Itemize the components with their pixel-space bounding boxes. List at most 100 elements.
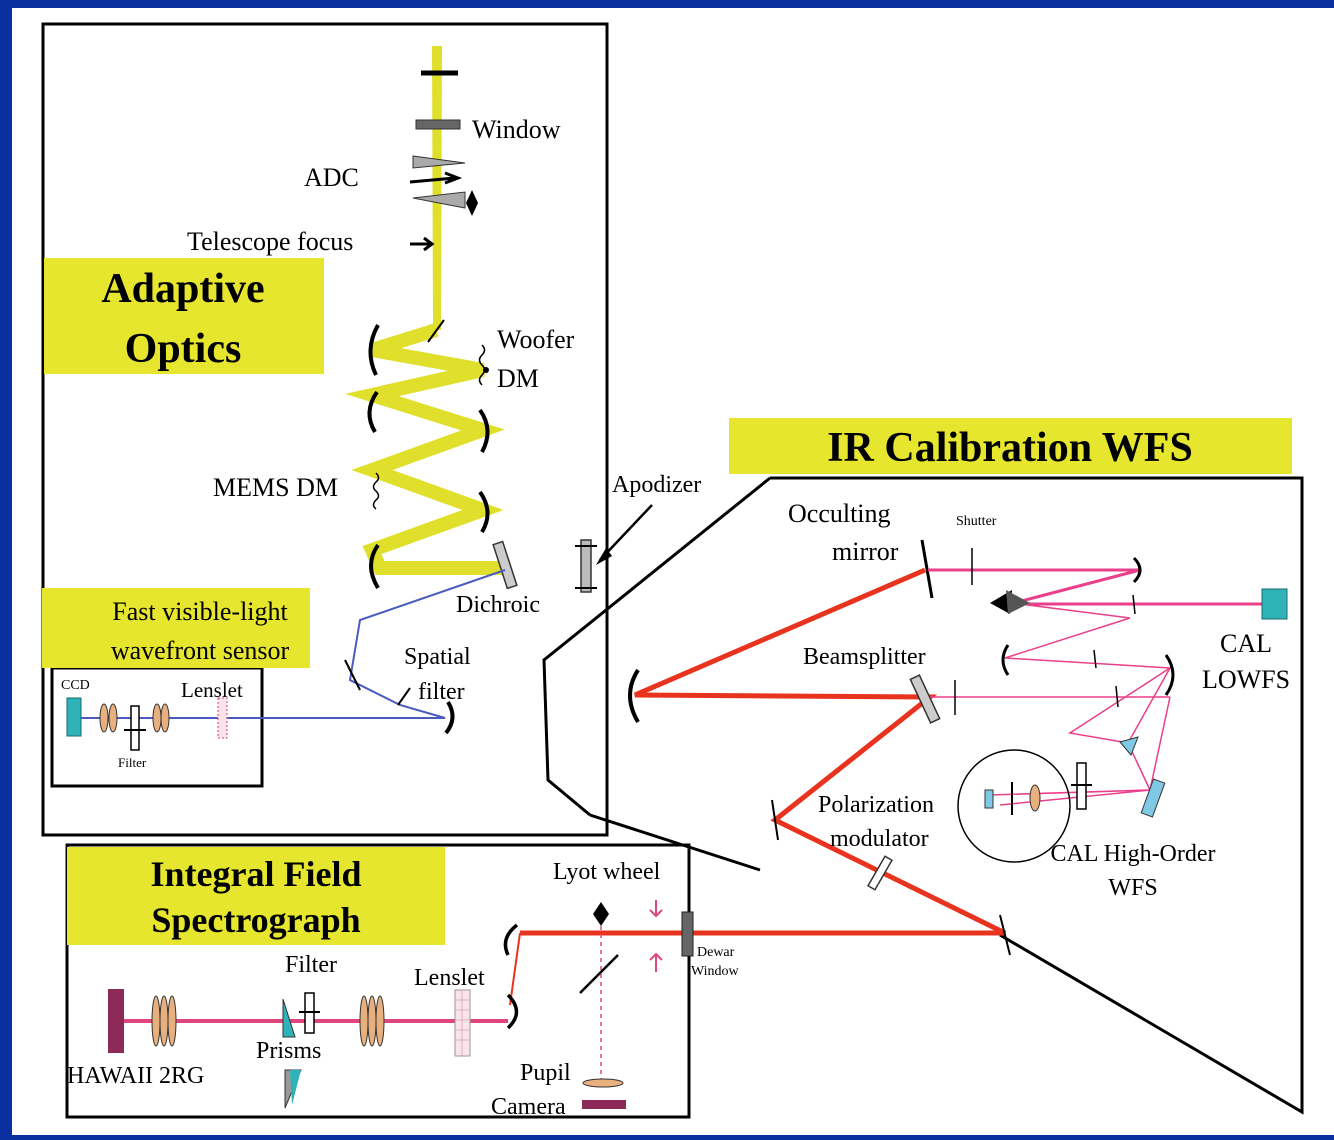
spatial-filter-label-1: Spatial <box>404 644 471 670</box>
pupil-camera-detector <box>582 1100 626 1109</box>
spatial-filter-element <box>397 687 411 706</box>
ir-calibration-highlight <box>729 418 1292 474</box>
ifs-title-line2: Spectrograph <box>151 900 360 940</box>
ir-calibration-title: IR Calibration WFS <box>827 425 1193 471</box>
cal-lowfs-detector <box>1261 588 1288 620</box>
shutter-label: Shutter <box>956 514 997 529</box>
adaptive-optics-highlight <box>44 258 324 374</box>
focus-arrow <box>410 236 435 252</box>
ifs-lenslet-label: Lenslet <box>414 965 485 991</box>
fast-visible-highlight <box>42 588 310 668</box>
adaptive-optics-title-line2: Optics <box>125 326 242 372</box>
mems-dm-label: MEMS DM <box>213 473 338 502</box>
adc-diamond <box>466 190 478 216</box>
ifs-lenslet-element <box>454 989 471 1057</box>
adaptive-optics-title-line1: Adaptive <box>101 266 264 312</box>
prisms-label: Prisms <box>256 1038 321 1064</box>
ifs-title-line1: Integral Field <box>151 854 362 894</box>
lyot-wheel-diamond <box>593 902 609 926</box>
wfs-filter-element <box>130 705 140 751</box>
polarization-label-1: Polarization <box>818 792 934 818</box>
apodizer-arrowhead <box>596 548 612 565</box>
telescope-focus-label: Telescope focus <box>187 227 353 256</box>
ifs-highlight <box>67 847 445 945</box>
red-fold-mirror-1 <box>628 668 640 724</box>
adc-arrow <box>409 171 463 185</box>
ifs-lenslet-grid <box>455 990 470 1056</box>
woofer-dm-icon <box>478 344 486 386</box>
fast-visible-line2: wavefront sensor <box>111 636 290 665</box>
lyot-arrow-down <box>649 900 663 918</box>
ccd-label: CCD <box>61 678 90 693</box>
spatial-filter-mirror <box>444 700 455 735</box>
ifs-prism-2-face <box>290 1070 301 1105</box>
woofer-dm-label-1: Woofer <box>497 325 575 354</box>
dewar-window-label-1: Dewar <box>697 945 735 960</box>
red-fold-mirror-3 <box>999 914 1011 956</box>
cal-lowfs-label-2: LOWFS <box>1202 665 1290 694</box>
cal-prism-black-2 <box>1006 590 1030 614</box>
red-beam-main <box>520 567 1007 936</box>
hawaii-label: HAWAII 2RG <box>67 1063 204 1089</box>
cal-mirror-1 <box>1132 556 1142 584</box>
yellow-beam-vertical <box>432 46 442 330</box>
adc-prism-2 <box>412 191 466 209</box>
ir-calibration-box <box>770 476 1304 1115</box>
pupil-camera-label-1: Pupil <box>520 1060 571 1086</box>
dichroic-label: Dichroic <box>456 592 540 618</box>
mems-dm-icon <box>372 472 380 510</box>
cal-mirror-3 <box>1164 654 1175 696</box>
occulting-mirror-element <box>920 539 934 599</box>
window-element <box>415 119 461 130</box>
pupil-camera-label-2: Camera <box>491 1094 566 1120</box>
cal-ho-mirror <box>1140 778 1166 818</box>
adaptive-optics-box <box>41 22 609 837</box>
red-fold-mirror-2 <box>771 799 779 841</box>
occulting-mirror-label-1: Occulting <box>788 499 891 528</box>
ifs-collimator-mirror <box>503 923 519 956</box>
pupil-pickoff-mirror <box>579 954 619 994</box>
ao-mirrors <box>367 324 490 590</box>
spatial-filter-label-2: filter <box>418 679 465 705</box>
lyot-wheel-label: Lyot wheel <box>553 859 661 885</box>
wfs-fold-mirror <box>344 659 361 691</box>
wfs-lenslet-label: Lenslet <box>181 678 243 702</box>
cal-ho-circle <box>957 749 1071 863</box>
cal-ho-lens <box>1029 784 1041 812</box>
lyot-arrow-up <box>649 952 663 972</box>
polarization-modulator-element <box>867 855 893 891</box>
ifs-prism-1 <box>282 998 296 1038</box>
woofer-dm-dot <box>483 367 489 373</box>
polarization-label-2: modulator <box>830 826 929 852</box>
adc-prism-1 <box>412 155 466 169</box>
cal-ho-prism <box>1119 736 1139 756</box>
cal-ticks <box>954 594 1136 715</box>
ifs-filter-label: Filter <box>285 952 337 978</box>
beamsplitter-label: Beamsplitter <box>803 644 926 670</box>
cal-ho-label-1: CAL High-Order <box>1050 841 1215 867</box>
red-beam-to-lenslet <box>509 932 521 1006</box>
hawaii-detector <box>108 989 124 1053</box>
blue-beam <box>80 569 506 719</box>
ir-calibration-box-lower <box>589 813 761 872</box>
apodizer-arrow <box>599 504 653 561</box>
wfs-lenslet-element <box>217 697 228 739</box>
ifs-fold-mirror <box>506 993 519 1030</box>
cal-mirror-2 <box>1001 644 1010 676</box>
apodizer-label: Apodizer <box>612 472 701 498</box>
cal-ho-label-2: WFS <box>1108 875 1157 901</box>
cal-ho-detector <box>984 789 994 809</box>
yellow-beam-zigzag <box>345 323 505 575</box>
ccd-element <box>66 697 82 737</box>
wfs-filter-label: Filter <box>118 755 147 770</box>
apodizer-element <box>580 539 592 593</box>
dewar-window-label-2: Window <box>691 964 740 979</box>
beamsplitter-element <box>909 674 941 724</box>
fast-visible-line1: Fast visible-light <box>112 597 288 626</box>
ifs-lenses <box>151 995 385 1047</box>
occulting-mirror-label-2: mirror <box>832 537 899 566</box>
cal-lowfs-label-1: CAL <box>1220 629 1272 658</box>
dewar-window-element <box>681 911 694 957</box>
